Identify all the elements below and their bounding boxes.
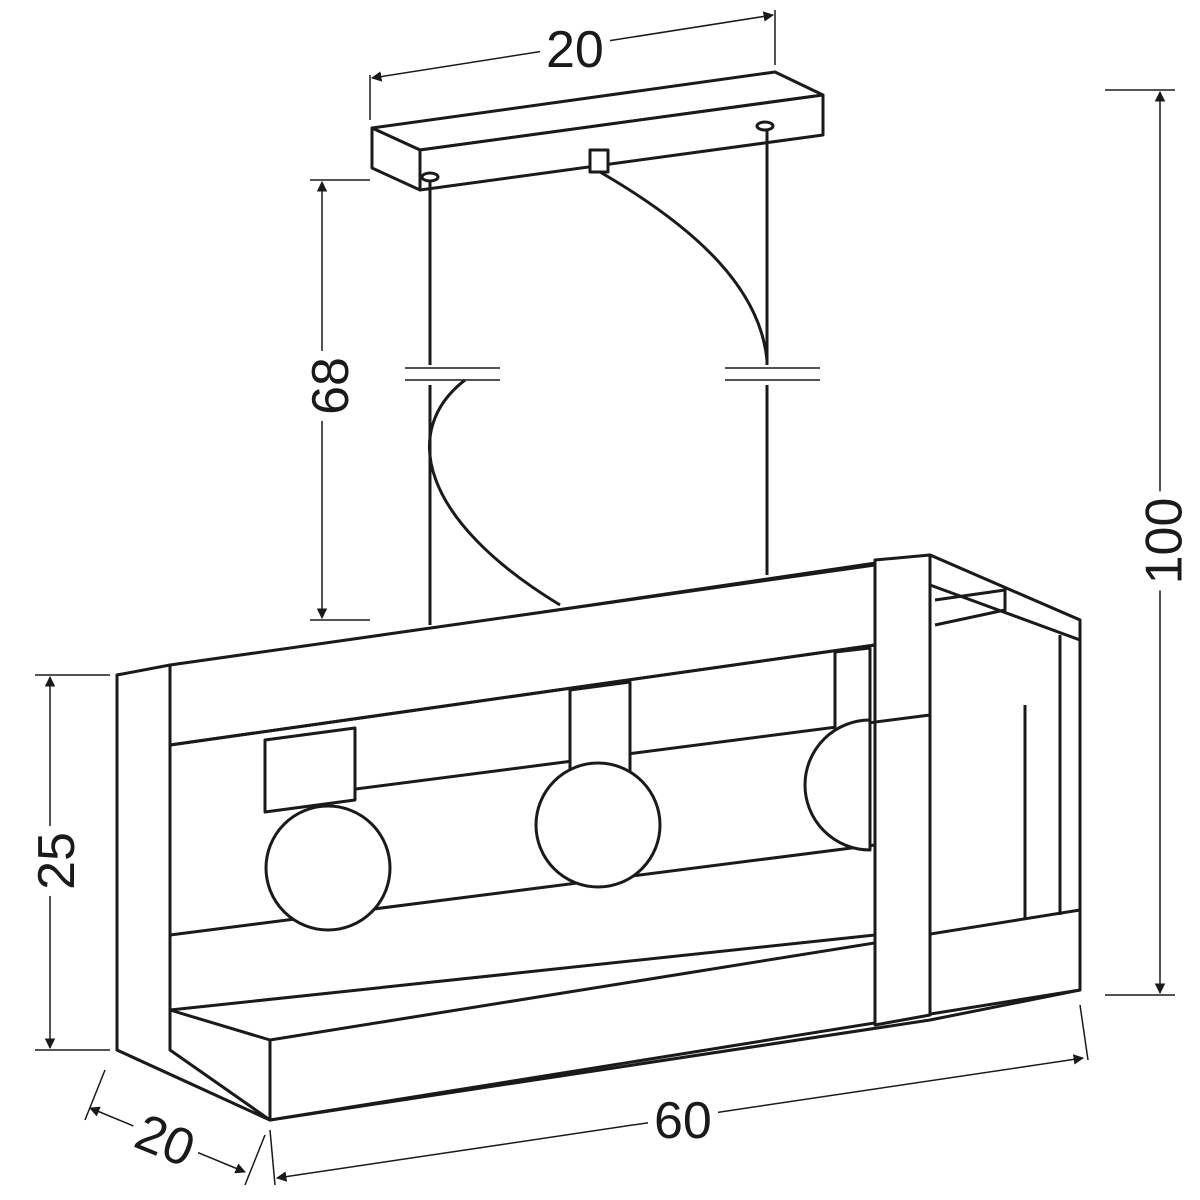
bulb-left	[264, 804, 392, 932]
cable-length-label: 68	[302, 351, 360, 421]
bulb-middle	[534, 761, 662, 889]
suspension-cables	[405, 130, 820, 625]
total-height-label: 100	[1135, 491, 1193, 591]
canopy-width-label: 20	[540, 24, 610, 76]
shade-height-label: 25	[28, 826, 86, 896]
bulbs	[263, 646, 872, 932]
canopy	[370, 70, 825, 192]
shade-length-label: 60	[648, 1095, 718, 1147]
bulb-right	[803, 718, 872, 852]
